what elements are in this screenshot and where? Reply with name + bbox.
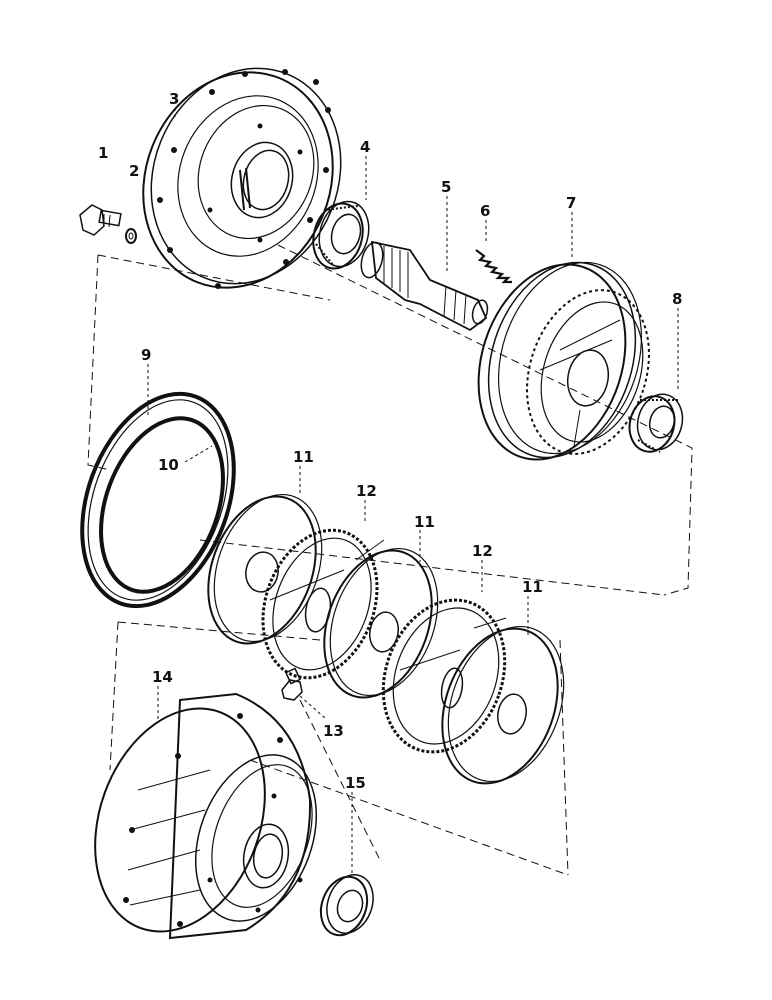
callout-13: 13 bbox=[323, 722, 344, 740]
callout-4: 4 bbox=[360, 138, 370, 156]
callout-11-first: 11 bbox=[293, 448, 314, 466]
callout-12-first: 12 bbox=[356, 482, 377, 500]
part-bolt bbox=[79, 204, 122, 236]
part-spring bbox=[475, 220, 512, 284]
callout-8: 8 bbox=[672, 290, 682, 308]
part-toothed-plate-2 bbox=[381, 560, 507, 754]
part-bearing-right bbox=[628, 308, 684, 453]
part-friction-disc-2 bbox=[323, 530, 439, 699]
part-seal bbox=[319, 792, 374, 937]
callout-14: 14 bbox=[152, 668, 173, 686]
callout-7: 7 bbox=[566, 194, 576, 212]
part-washer bbox=[125, 228, 137, 244]
part-splined-shaft bbox=[360, 196, 489, 332]
callout-3: 3 bbox=[169, 90, 179, 108]
assembly-guide-lines bbox=[87, 244, 693, 876]
part-friction-disc-1 bbox=[207, 466, 323, 645]
part-o-ring-outer bbox=[80, 364, 236, 609]
callout-6: 6 bbox=[480, 202, 490, 220]
callout-11-second: 11 bbox=[414, 513, 435, 531]
callout-labels: 1 2 3 4 5 6 7 8 9 10 11 12 11 12 11 13 1… bbox=[98, 90, 682, 792]
callout-2: 2 bbox=[129, 162, 139, 180]
callout-9: 9 bbox=[141, 346, 151, 364]
callout-15: 15 bbox=[345, 774, 366, 792]
callout-10: 10 bbox=[158, 456, 179, 474]
part-o-ring-inner bbox=[99, 416, 225, 594]
part-grease-fitting bbox=[281, 667, 326, 719]
part-ring-gear-drum bbox=[477, 212, 650, 461]
callout-1: 1 bbox=[98, 144, 108, 162]
part-toothed-plate-1 bbox=[261, 500, 385, 680]
part-bearing-upper bbox=[312, 156, 370, 270]
part-friction-disc-3 bbox=[441, 596, 565, 785]
part-cover-flange bbox=[142, 67, 342, 289]
callout-5: 5 bbox=[441, 178, 451, 196]
callout-12-second: 12 bbox=[472, 542, 493, 560]
callout-11-third: 11 bbox=[522, 578, 543, 596]
part-hub-housing bbox=[94, 686, 318, 940]
